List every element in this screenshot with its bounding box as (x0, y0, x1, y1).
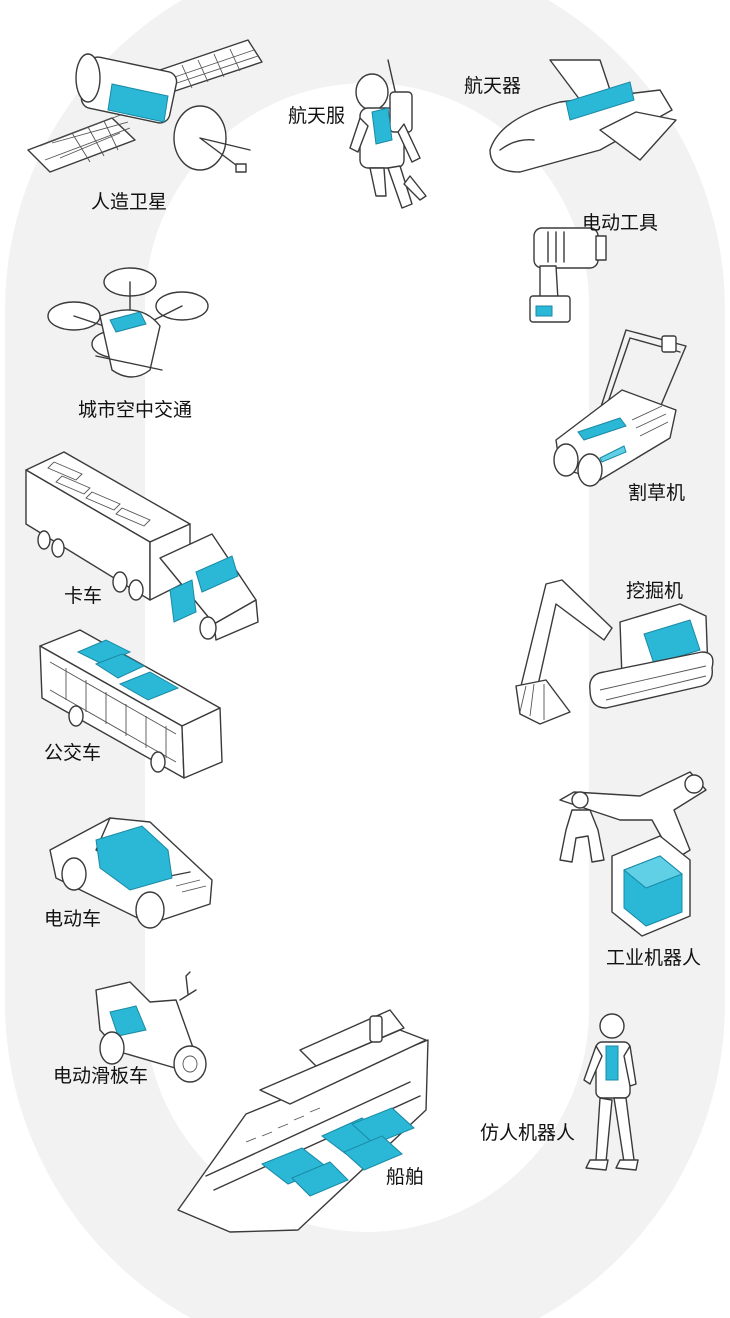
label-ev: 电动车 (44, 908, 102, 930)
scooter-illustration (95, 971, 207, 1083)
label-satellite: 人造卫星 (91, 191, 168, 213)
ship-illustration (177, 1009, 429, 1233)
satellite-illustration (27, 39, 263, 173)
label-power-tool: 电动工具 (582, 212, 659, 234)
bus-illustration (39, 629, 223, 779)
spacesuit-illustration (349, 59, 427, 209)
uam-illustration (47, 267, 209, 378)
label-uam: 城市空中交通 (78, 399, 193, 421)
humanoid-illustration (583, 1013, 639, 1171)
power-tool-illustration (529, 227, 607, 323)
label-humanoid: 仿人机器人 (480, 1122, 576, 1144)
label-ship: 船舶 (386, 1166, 425, 1188)
label-bus: 公交车 (44, 742, 102, 764)
label-scooter: 电动滑板车 (53, 1065, 149, 1087)
label-spacesuit: 航天服 (288, 105, 346, 127)
mower-illustration (553, 329, 687, 487)
label-excavator: 挖掘机 (626, 580, 684, 602)
label-truck: 卡车 (64, 585, 103, 607)
label-mower: 割草机 (628, 482, 686, 504)
ev-illustration (49, 817, 213, 929)
excavator-illustration (515, 579, 714, 725)
spacecraft-illustration (489, 59, 677, 173)
industrial-robot-illustration (559, 771, 707, 937)
label-industrial-robot: 工业机器人 (606, 947, 702, 969)
truck-illustration (25, 451, 259, 641)
label-spacecraft: 航天器 (464, 75, 522, 97)
